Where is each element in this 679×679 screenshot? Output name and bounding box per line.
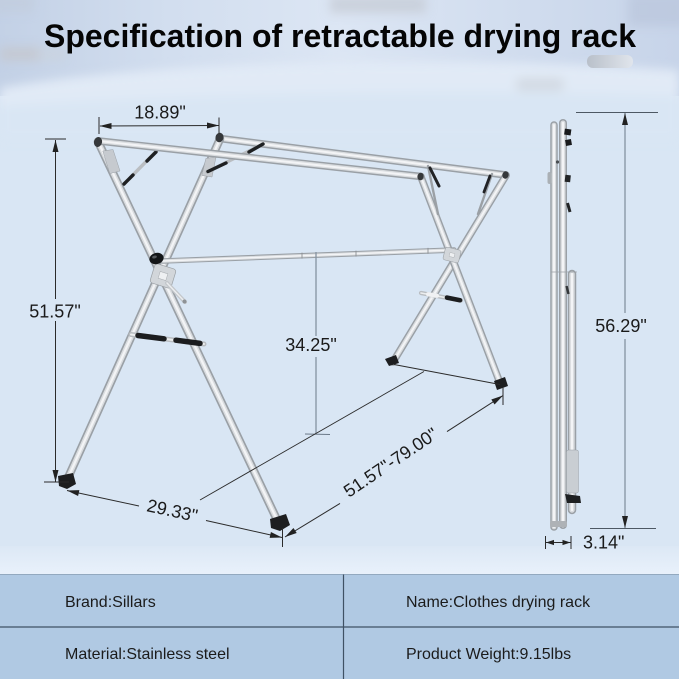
svg-text:Specification of retractable d: Specification of retractable drying rack xyxy=(44,18,636,54)
svg-text:18.89": 18.89" xyxy=(134,103,185,123)
svg-text:Brand:Sillars: Brand:Sillars xyxy=(65,594,156,611)
svg-text:Product Weight:9.15lbs: Product Weight:9.15lbs xyxy=(406,646,571,663)
svg-text:Name:Clothes drying rack: Name:Clothes drying rack xyxy=(406,594,591,611)
svg-text:3.14": 3.14" xyxy=(583,533,624,553)
svg-text:56.29": 56.29" xyxy=(595,316,646,336)
svg-text:Material:Stainless steel: Material:Stainless steel xyxy=(65,646,230,663)
svg-text:34.25": 34.25" xyxy=(285,335,336,355)
svg-text:51.57": 51.57" xyxy=(29,302,80,322)
